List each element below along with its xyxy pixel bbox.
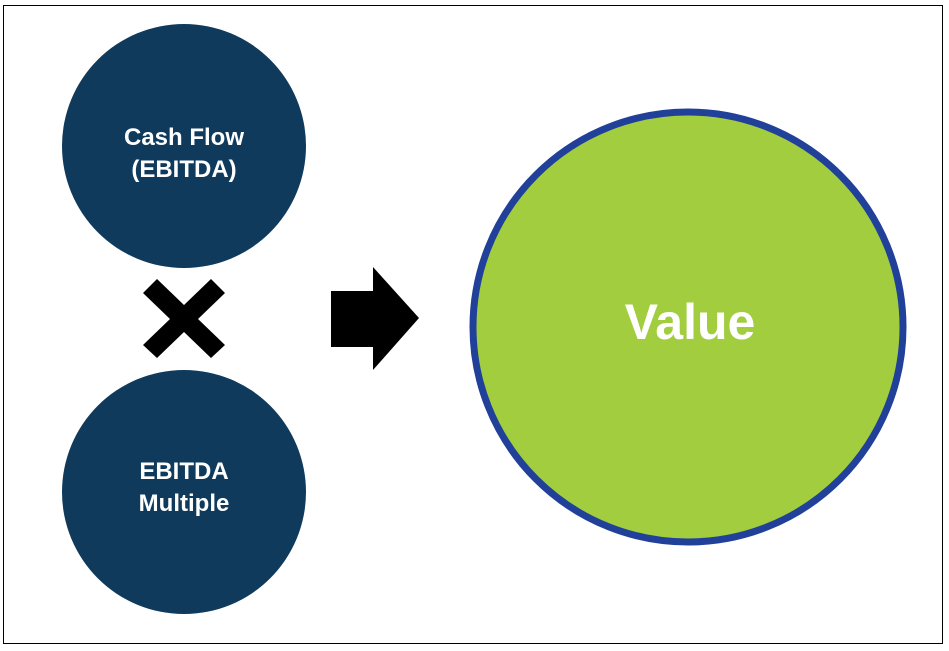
multiply-x-icon	[143, 279, 225, 358]
ebitda-multiple-label-line-2: Multiple	[139, 490, 230, 517]
ebitda-multiple-label-line-1: EBITDA	[139, 458, 228, 485]
cash-flow-label-line-1: Cash Flow	[124, 124, 244, 151]
right-arrow-icon	[331, 267, 419, 370]
value-label: Value	[625, 294, 756, 350]
cash-flow-circle	[62, 24, 306, 268]
cash-flow-node: Cash Flow (EBITDA)	[62, 24, 306, 268]
ebitda-multiple-circle	[62, 370, 306, 614]
value-circle	[469, 108, 907, 546]
ebitda-multiple-node: EBITDA Multiple	[62, 370, 306, 614]
diagram-frame	[3, 5, 943, 644]
cash-flow-label-line-2: (EBITDA)	[131, 156, 236, 183]
value-node: Value	[469, 108, 907, 546]
